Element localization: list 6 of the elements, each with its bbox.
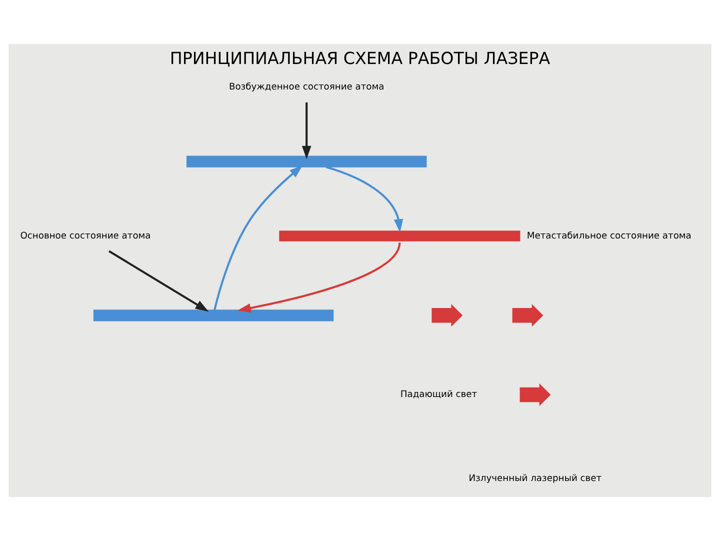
node-text: Возбужденное состояние атома	[228, 82, 384, 92]
diagram-title: ПРИНЦИПИАЛЬНАЯ СХЕМА РАБОТЫ ЛАЗЕРА	[170, 48, 550, 68]
label: Падающий свет	[400, 390, 478, 400]
node-text: Основное состояние атома	[20, 230, 151, 241]
label: Излученный лазерный свет	[468, 474, 602, 484]
node-label: Метастабильное состояние атома	[526, 230, 692, 241]
